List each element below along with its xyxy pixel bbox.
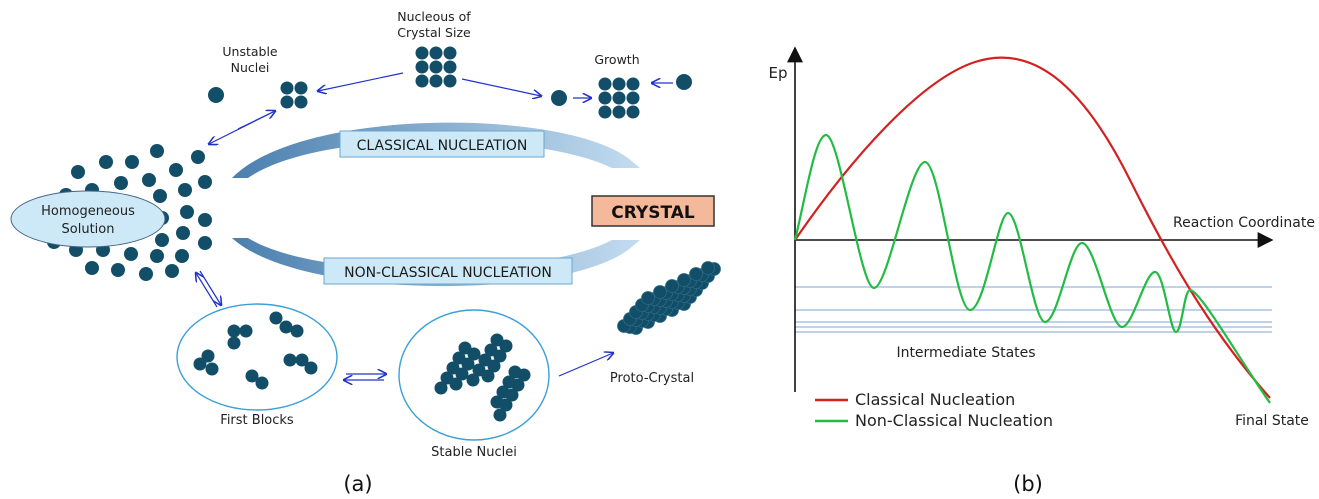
proto-crystal-particle (653, 285, 667, 299)
critical-nucleus-cluster (415, 46, 457, 88)
nucleus-size-label-1: Nucleous of (397, 9, 471, 24)
caption-a: (a) (343, 472, 372, 496)
intermediate-state-lines (795, 286, 1272, 333)
first-blocks-particles (193, 311, 318, 390)
final-state-label: Final State (1235, 413, 1309, 429)
legend: Classical Nucleation Non-Classical Nucle… (815, 390, 1053, 430)
y-axis-label: Ep (769, 64, 788, 82)
panel-b: Ep Reaction Coordinate Intermediate Stat… (769, 46, 1315, 496)
homogeneous-solution-ellipse (10, 190, 166, 248)
single-particle (208, 87, 224, 103)
legend-label-non-classical: Non-Classical Nucleation (855, 411, 1053, 430)
panel-a: CLASSICAL NUCLEATION NON-CLASSICAL NUCLE… (10, 9, 721, 496)
equilibrium-arrows (344, 374, 386, 380)
first-blocks-label: First Blocks (220, 413, 294, 428)
proto-crystal-particle (665, 279, 679, 293)
x-axis-label: Reaction Coordinate (1173, 215, 1315, 231)
proto-crystal-particle (689, 267, 703, 281)
crystal-label: CRYSTAL (611, 203, 695, 223)
non-classical-curve (793, 133, 1271, 404)
down-arrows (196, 271, 221, 307)
intermediate-label: Intermediate States (896, 345, 1035, 361)
to-proto-arrow (558, 353, 613, 377)
nucleus-size-label-2: Crystal Size (397, 25, 471, 40)
solution-label-1: Homogeneous (41, 204, 135, 219)
solution-label-2: Solution (62, 222, 115, 237)
classical-label-box (339, 130, 545, 158)
non-classical-label: NON-CLASSICAL NUCLEATION (344, 265, 552, 281)
solution-particles (47, 144, 212, 281)
unstable-label-2: Nuclei (231, 60, 270, 75)
growth-monomer-left (551, 90, 567, 106)
classical-curve (794, 56, 1271, 399)
proto-crystal-particle (701, 261, 715, 275)
top-arrows (209, 72, 673, 144)
growth-label: Growth (594, 52, 639, 67)
growth-cluster (598, 77, 640, 119)
proto-crystal-particle (677, 273, 691, 287)
legend-label-classical: Classical Nucleation (855, 390, 1015, 409)
crystal-box (591, 195, 715, 227)
proto-crystal-particle (641, 291, 655, 305)
classical-label: CLASSICAL NUCLEATION (357, 138, 528, 154)
unstable-cluster (280, 81, 308, 109)
proto-crystal (617, 261, 721, 335)
non-classical-label-box (323, 257, 573, 285)
first-blocks-ellipse (176, 303, 338, 411)
unstable-label-1: Unstable (222, 44, 278, 59)
stable-nuclei-ellipse (398, 309, 550, 441)
stable-nuclei-chains (434, 333, 531, 422)
proto-crystal-label: Proto-Crystal (610, 371, 694, 386)
stable-nuclei-label: Stable Nuclei (431, 445, 517, 460)
caption-b: (b) (1013, 472, 1043, 496)
growth-monomer-right (676, 74, 692, 90)
